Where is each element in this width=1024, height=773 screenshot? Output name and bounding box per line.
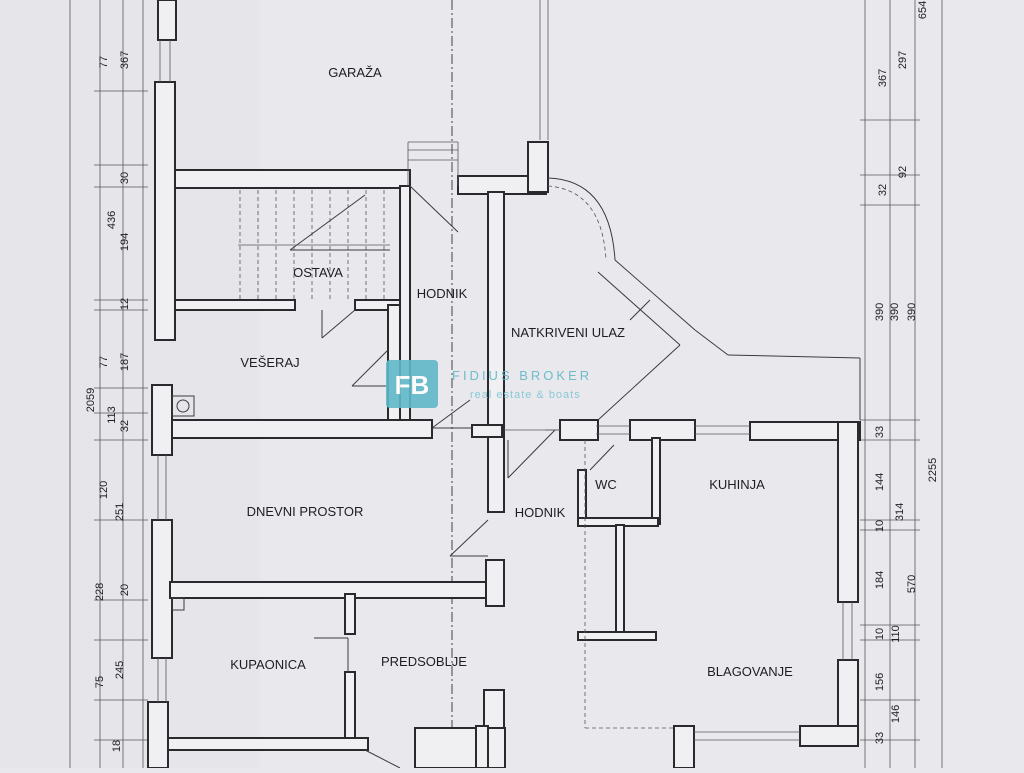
dim-left-outer-4: 228	[94, 583, 106, 601]
dim-left-inner-2: 367	[119, 51, 131, 69]
room-label-hodnik-top: HODNIK	[417, 286, 468, 301]
dim-right-inner-12: 146	[890, 705, 902, 723]
dim-right-inner-10: 110	[890, 625, 902, 643]
dim-right-total: 2255	[927, 458, 939, 482]
dim-left-inner-10: 20	[119, 584, 131, 596]
dim-left-inner-11: 75	[94, 676, 106, 688]
dim-left-outer-3: 251	[114, 503, 126, 521]
right-dimension-lines	[860, 0, 943, 768]
dim-right-top: 654	[917, 1, 929, 19]
watermark-brand: FIDIUS BROKER	[452, 368, 592, 383]
room-label-wc: WC	[595, 477, 617, 492]
dim-left-inner-8: 32	[119, 420, 131, 432]
dim-right-outer-3: 390	[906, 303, 918, 321]
dim-right-inner-11: 156	[874, 673, 886, 691]
dim-left-inner-13: 18	[111, 740, 123, 752]
dim-left-inner-4: 194	[119, 233, 131, 251]
watermark-logo-box	[386, 360, 438, 408]
dim-right-inner-9: 10	[874, 628, 886, 640]
room-label-ostava: OSTAVA	[293, 265, 343, 280]
watermark-tagline: real estate & boats	[470, 389, 581, 401]
dim-right-outer-2: 92	[897, 166, 909, 178]
dim-right-outer-1: 297	[897, 51, 909, 69]
room-label-natkriveni-ulaz: NATKRIVENI ULAZ	[511, 325, 625, 340]
watermark: FB FIDIUS BROKER real estate & boats	[386, 360, 592, 408]
room-label-blagovanje: BLAGOVANJE	[707, 664, 793, 679]
room-label-kuhinja: KUHINJA	[709, 477, 765, 492]
dim-left-inner-1: 77	[98, 56, 110, 68]
room-label-garaza: GARAŽA	[328, 65, 382, 80]
walls	[147, 0, 861, 769]
dim-left-inner-9: 120	[98, 481, 110, 499]
dim-left-inner-12: 245	[114, 661, 126, 679]
dim-left-inner-3: 30	[119, 172, 131, 184]
watermark-logo-text: FB	[395, 370, 430, 400]
dim-left-inner-7: 187	[119, 353, 131, 371]
dim-left-inner-6: 77	[98, 356, 110, 368]
dim-right-inner-5: 33	[874, 426, 886, 438]
room-labels: GARAŽA OSTAVA HODNIK NATKRIVENI ULAZ VEŠ…	[230, 65, 793, 679]
room-label-veseraj: VEŠERAJ	[240, 355, 299, 370]
window-lines	[157, 40, 853, 741]
dim-right-inner-7: 10	[874, 520, 886, 532]
dim-left-outer-1: 436	[106, 211, 118, 229]
entry-canopy	[547, 177, 861, 421]
room-label-hodnik-mid: HODNIK	[515, 505, 566, 520]
dim-right-outer-4: 314	[894, 503, 906, 521]
dim-left-outer-2: 113	[106, 406, 118, 424]
dim-right-inner-1: 367	[877, 69, 889, 87]
stairs	[238, 141, 459, 300]
left-dimension-lines	[69, 0, 148, 768]
dim-right-inner-6: 144	[874, 473, 886, 491]
room-label-kupaonica: KUPAONICA	[230, 657, 306, 672]
door-swings	[171, 309, 615, 769]
dim-right-inner-13: 33	[874, 732, 886, 744]
paper-shade	[0, 0, 260, 768]
room-label-predsoblje: PREDSOBLJE	[381, 654, 467, 669]
dim-right-inner-4: 390	[889, 303, 901, 321]
right-dimension-labels: 2255 654 297 92 390 314 570 367 32 390 3…	[874, 1, 939, 744]
dim-left-inner-5: 12	[119, 298, 131, 310]
dim-right-inner-3: 390	[874, 303, 886, 321]
dim-right-outer-5: 570	[906, 575, 918, 593]
dim-right-inner-8: 184	[874, 571, 886, 589]
dim-right-inner-2: 32	[877, 184, 889, 196]
room-label-dnevni-prostor: DNEVNI PROSTOR	[247, 504, 364, 519]
left-dimension-labels: 2059 436 113 251 228 77 367 30 194 12 77…	[85, 51, 131, 752]
dim-left-total: 2059	[85, 388, 97, 412]
